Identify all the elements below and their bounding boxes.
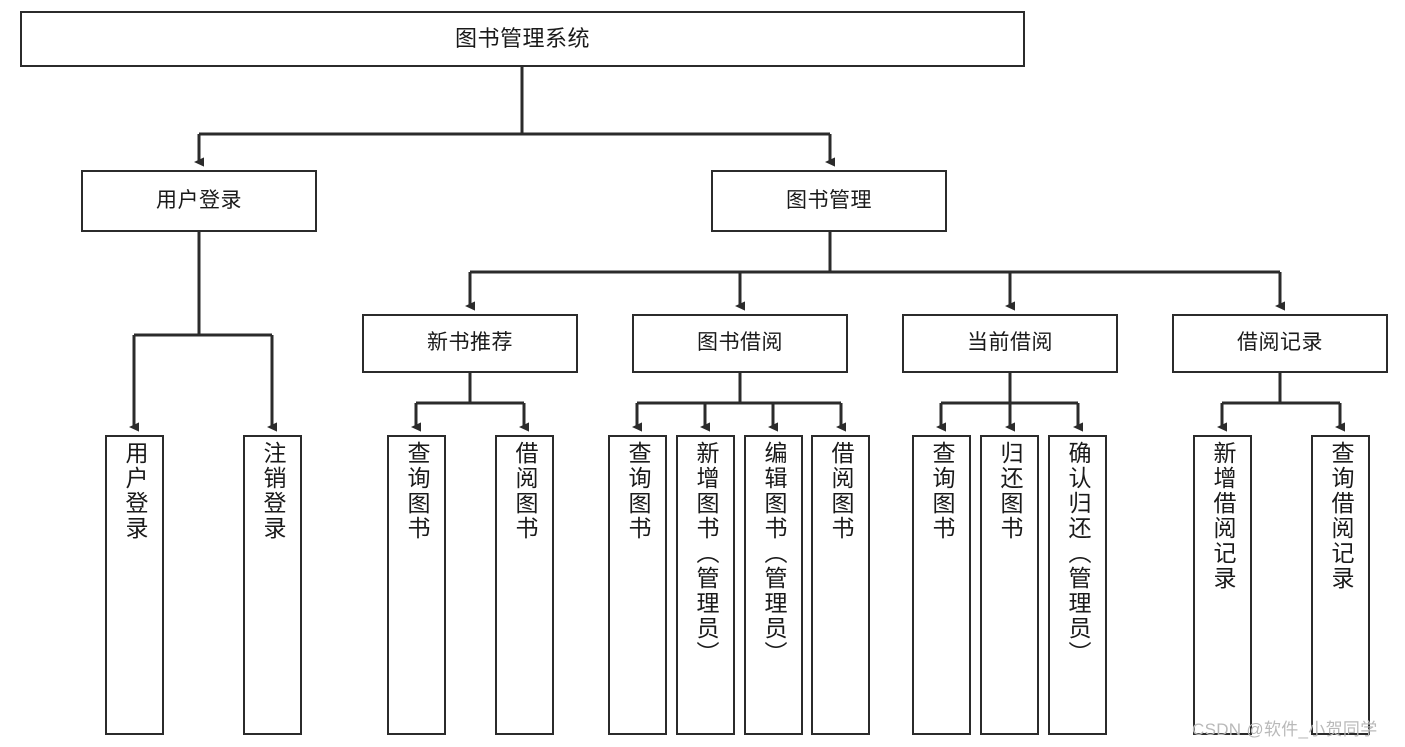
node-label: 注销登录 <box>260 441 286 541</box>
leaf-current-return-book[interactable]: 归还图书 <box>980 435 1039 735</box>
leaf-user-login-login[interactable]: 用户登录 <box>105 435 164 735</box>
node-root-system[interactable]: 图书管理系统 <box>20 11 1025 67</box>
node-label: 借阅图书 <box>512 441 538 541</box>
node-book-management[interactable]: 图书管理 <box>711 170 947 232</box>
node-label: 图书借阅 <box>697 331 783 355</box>
node-label: 归还图书 <box>997 441 1023 541</box>
node-label: 图书管理系统 <box>454 26 590 52</box>
node-label: 图书管理 <box>786 188 872 212</box>
node-label: 查询图书 <box>625 441 651 541</box>
node-new-book-recommend[interactable]: 新书推荐 <box>362 314 578 373</box>
leaf-recommend-borrow-book[interactable]: 借阅图书 <box>495 435 554 735</box>
leaf-borrow-borrow-book[interactable]: 借阅图书 <box>811 435 870 735</box>
leaf-record-add-record[interactable]: 新增借阅记录 <box>1193 435 1252 735</box>
node-label: 借阅图书 <box>828 441 854 541</box>
node-label: 确认归还（管理员） <box>1065 441 1091 666</box>
leaf-current-query-book[interactable]: 查询图书 <box>912 435 971 735</box>
node-label: 借阅记录 <box>1237 331 1323 355</box>
node-book-borrow[interactable]: 图书借阅 <box>632 314 848 373</box>
node-label: 新书推荐 <box>427 331 513 355</box>
node-label: 当前借阅 <box>967 331 1053 355</box>
leaf-borrow-edit-book[interactable]: 编辑图书（管理员） <box>744 435 803 735</box>
leaf-user-login-logout[interactable]: 注销登录 <box>243 435 302 735</box>
leaf-record-query-record[interactable]: 查询借阅记录 <box>1311 435 1370 735</box>
node-user-login[interactable]: 用户登录 <box>81 170 317 232</box>
node-label: 新增借阅记录 <box>1210 441 1236 591</box>
node-label: 查询图书 <box>404 441 430 541</box>
node-label: 用户登录 <box>122 441 148 541</box>
node-label: 查询图书 <box>929 441 955 541</box>
node-current-borrow[interactable]: 当前借阅 <box>902 314 1118 373</box>
leaf-recommend-query-book[interactable]: 查询图书 <box>387 435 446 735</box>
leaf-borrow-query-book[interactable]: 查询图书 <box>608 435 667 735</box>
node-label: 查询借阅记录 <box>1328 441 1354 591</box>
leaf-borrow-add-book[interactable]: 新增图书（管理员） <box>676 435 735 735</box>
node-borrow-record[interactable]: 借阅记录 <box>1172 314 1388 373</box>
node-label: 用户登录 <box>156 188 242 212</box>
node-label: 新增图书（管理员） <box>693 441 719 666</box>
csdn-watermark: CSDN @软件_小贺同学 <box>1192 720 1378 739</box>
leaf-current-confirm-return[interactable]: 确认归还（管理员） <box>1048 435 1107 735</box>
node-label: 编辑图书（管理员） <box>761 441 787 666</box>
